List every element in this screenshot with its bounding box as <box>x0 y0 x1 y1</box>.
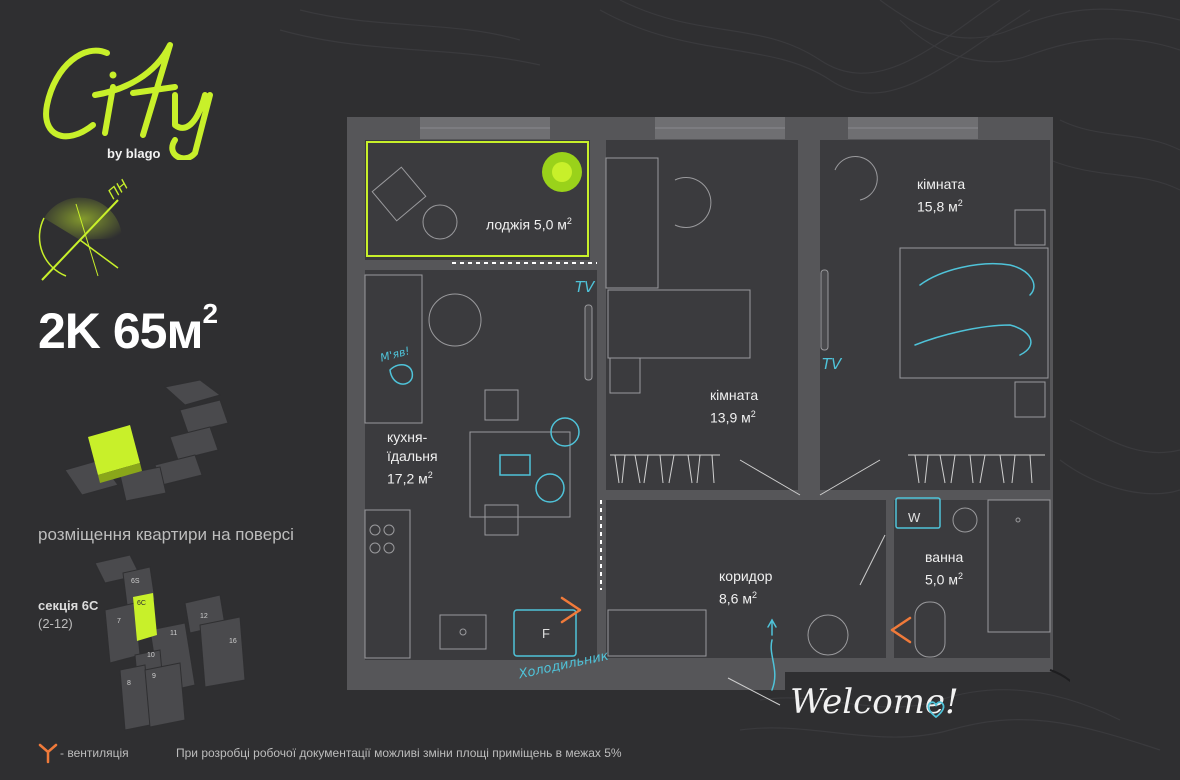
floor-location-map <box>64 379 229 502</box>
bldg-6c: 6С <box>137 600 146 607</box>
fridge-letter: F <box>542 626 550 641</box>
disclaimer: При розробці робочої документації можлив… <box>176 746 622 760</box>
floor-plan <box>347 117 1070 706</box>
room-13-name: кімната <box>710 387 759 403</box>
apartment-type: 2K <box>38 303 101 359</box>
section-map: 6S 6С 7 11 12 16 10 9 8 <box>95 555 246 731</box>
ventilation-legend: - вентиляція <box>60 746 129 760</box>
room-loggia-label: лоджія 5,0 м2 <box>486 216 572 233</box>
tv-label-kitchen: TV <box>575 278 595 296</box>
floor-caption: розміщення квартири на поверсі <box>38 525 294 544</box>
kitchen-label: кухня- їдальня 17,2 м2 <box>387 429 438 487</box>
bath-area: 5,0 м <box>925 571 958 588</box>
bldg-7: 7 <box>117 618 121 625</box>
heart-icon <box>927 701 945 719</box>
room-15-area: 15,8 м <box>917 198 958 215</box>
bath-label: ванна 5,0 м2 <box>925 549 964 588</box>
bldg-8: 8 <box>127 680 131 687</box>
section-label: секція 6С <box>38 598 99 613</box>
room-15-label: кімната 15,8 м2 <box>917 176 966 215</box>
kitchen-name-2: їдальня <box>387 448 438 464</box>
ventilation-icon <box>38 743 58 764</box>
section-floors: (2-12) <box>38 616 73 631</box>
room-13-area: 13,9 м <box>710 409 751 426</box>
apartment-area-sup: 2 <box>202 298 218 329</box>
corridor-name: коридор <box>719 568 773 584</box>
compass-icon <box>38 197 122 281</box>
logo-subtitle: by blago <box>107 146 161 161</box>
bldg-11: 11 <box>170 630 177 637</box>
city-logo <box>43 42 213 160</box>
room-15-name: кімната <box>917 176 966 192</box>
bldg-12: 12 <box>200 613 208 620</box>
tv-label-room: TV <box>822 355 842 373</box>
bldg-6s: 6S <box>131 578 140 585</box>
apartment-area: 65м <box>112 303 204 359</box>
bath-name: ванна <box>925 549 964 565</box>
corridor-area: 8,6 м <box>719 590 752 607</box>
bldg-16: 16 <box>229 638 237 645</box>
bldg-9: 9 <box>152 673 156 680</box>
loggia-area: лоджія 5,0 м <box>486 216 567 233</box>
kitchen-name-1: кухня- <box>387 429 428 445</box>
room-13-label: кімната 13,9 м2 <box>710 387 759 426</box>
washer-letter: W <box>908 510 921 525</box>
corridor-label: коридор 8,6 м2 <box>719 568 773 607</box>
apartment-title: 2K 65м2 <box>38 298 218 360</box>
bldg-10: 10 <box>147 652 155 659</box>
kitchen-area: 17,2 м <box>387 470 428 487</box>
